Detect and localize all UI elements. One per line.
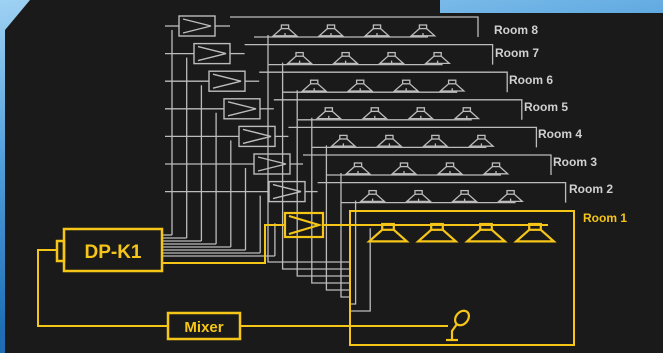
room-3-amplifier-icon bbox=[253, 153, 291, 175]
room-3-speaker-3-icon bbox=[436, 162, 464, 175]
room-7-speaker-2-icon bbox=[332, 51, 360, 65]
room-1-label: Room 1 bbox=[583, 211, 627, 225]
room-2-speaker-3-icon bbox=[451, 189, 479, 203]
room-7-label: Room 7 bbox=[495, 46, 539, 60]
room-5-label: Room 5 bbox=[524, 100, 568, 114]
room-7-speaker-3-icon bbox=[378, 51, 406, 65]
room-5-speaker-1-icon bbox=[315, 107, 343, 120]
room-4-amplifier-icon bbox=[238, 125, 276, 148]
room-6-amplifier-icon bbox=[208, 70, 246, 92]
room-1-speaker-1-icon bbox=[366, 222, 410, 243]
room-6-speaker-2-icon bbox=[346, 79, 374, 92]
room-6-speaker-3-icon bbox=[392, 79, 420, 92]
room-3-speaker-2-icon bbox=[390, 162, 418, 175]
room-3-speaker-4-icon bbox=[482, 162, 510, 175]
room-6-label: Room 6 bbox=[509, 73, 553, 87]
mixer-box: Mixer bbox=[166, 311, 242, 341]
room-4-label: Room 4 bbox=[538, 127, 582, 141]
diagram-panel bbox=[5, 0, 663, 353]
room-5-speaker-3-icon bbox=[407, 107, 435, 120]
room-2-speaker-4-icon bbox=[497, 189, 525, 203]
room-8-speaker-3-icon bbox=[363, 24, 391, 37]
dp-k1-processor: DP-K1 bbox=[55, 227, 164, 273]
room-7-speaker-4-icon bbox=[424, 51, 452, 65]
room-8-label: Room 8 bbox=[494, 23, 538, 37]
room-7-amplifier-icon bbox=[193, 42, 231, 65]
room-4-speaker-3-icon bbox=[421, 134, 449, 147]
room-4-speaker-4-icon bbox=[467, 134, 495, 147]
room-2-label: Room 2 bbox=[569, 182, 613, 196]
room-1-amplifier-icon bbox=[283, 211, 325, 239]
room-7-speaker-1-icon bbox=[286, 51, 314, 65]
room-1-speaker-2-icon bbox=[415, 222, 459, 243]
room-5-speaker-4-icon bbox=[453, 107, 481, 120]
room-1-speaker-3-icon bbox=[464, 222, 508, 243]
room-5-speaker-2-icon bbox=[361, 107, 389, 120]
room-1-speaker-4-icon bbox=[513, 222, 557, 243]
room-6-speaker-1-icon bbox=[300, 79, 328, 92]
room-2-speaker-2-icon bbox=[405, 189, 433, 203]
dp-k1-label: DP-K1 bbox=[84, 242, 141, 263]
room-8-speaker-1-icon bbox=[271, 24, 299, 37]
room-8-speaker-4-icon bbox=[409, 24, 437, 37]
mixer-label: Mixer bbox=[184, 319, 223, 336]
room-5-amplifier-icon bbox=[223, 98, 261, 120]
room-2-amplifier-icon bbox=[268, 180, 306, 203]
room-6-speaker-4-icon bbox=[438, 79, 466, 92]
room-4-speaker-2-icon bbox=[375, 134, 403, 147]
room-8-amplifier-icon bbox=[178, 15, 216, 37]
room-2-speaker-1-icon bbox=[359, 189, 387, 203]
room-4-speaker-1-icon bbox=[329, 134, 357, 147]
room-8-speaker-2-icon bbox=[317, 24, 345, 37]
microphone-icon bbox=[446, 309, 470, 342]
room-1-box bbox=[349, 210, 575, 346]
room-3-speaker-1-icon bbox=[344, 162, 372, 175]
room-3-label: Room 3 bbox=[553, 155, 597, 169]
